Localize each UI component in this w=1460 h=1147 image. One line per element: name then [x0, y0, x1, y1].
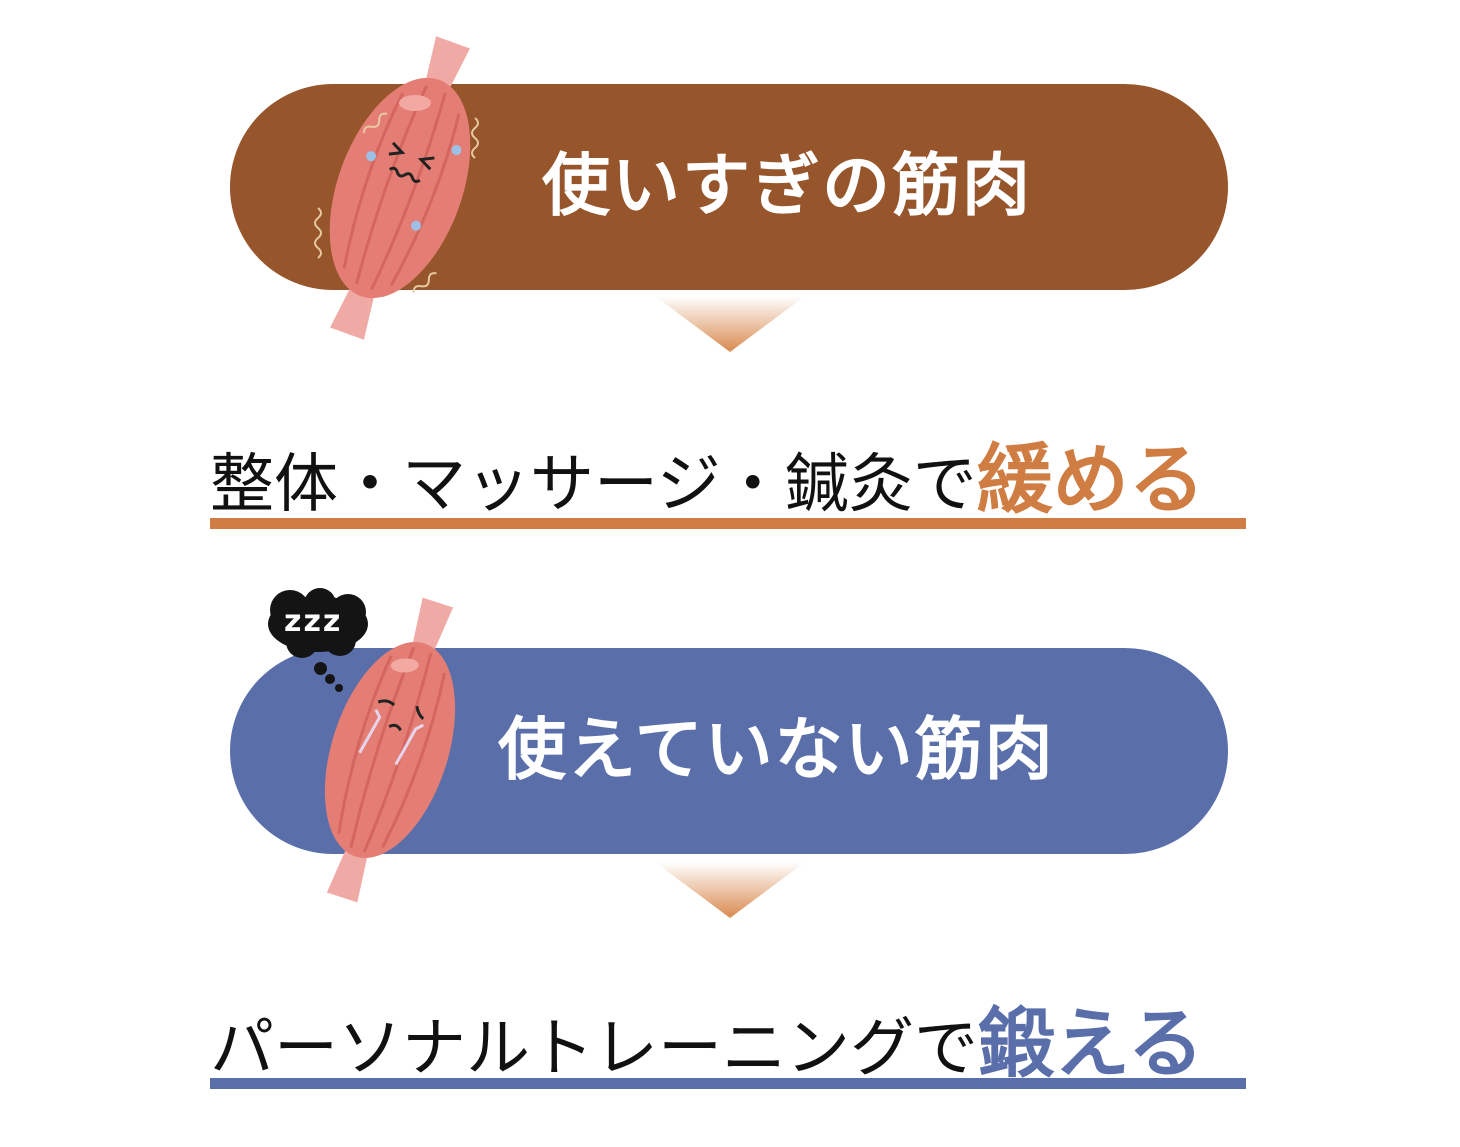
zzz-label: zzz — [284, 604, 343, 639]
thought-dot-medium — [325, 674, 335, 684]
relax-caption-prefix: 整体・マッサージ・鍼灸で — [210, 448, 977, 522]
cloud-icon — [268, 588, 368, 658]
unused-muscle-title: 使えていない筋肉 — [498, 711, 1055, 790]
relax-caption-emphasis: 緩める — [976, 435, 1205, 524]
thought-bubble: zzz — [262, 588, 374, 660]
relax-underline — [210, 518, 1246, 529]
sleepy-muscle-icon — [324, 597, 456, 903]
thought-dot-large — [314, 662, 327, 675]
relax-caption: 整体・マッサージ・鍼灸で緩める — [210, 418, 1205, 528]
train-underline — [210, 1078, 1246, 1089]
overused-muscle-title: 使いすぎの筋肉 — [542, 147, 1033, 226]
thought-dot-small — [335, 684, 343, 692]
down-arrow-icon — [655, 862, 805, 918]
train-caption-prefix: パーソナルトレーニングで — [210, 1012, 978, 1086]
down-arrow-icon — [655, 296, 805, 352]
train-caption: パーソナルトレーニングで鍛える — [210, 982, 1204, 1092]
train-caption-emphasis: 鍛える — [978, 999, 1204, 1088]
stressed-muscle-icon — [314, 36, 479, 340]
